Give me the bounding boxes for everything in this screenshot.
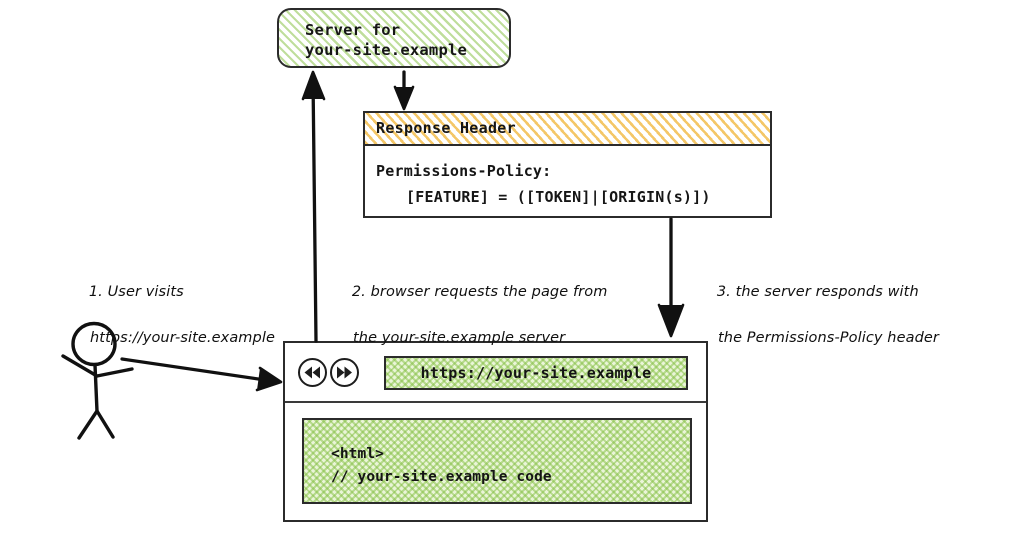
browser-toolbar: https://your-site.example: [285, 343, 706, 403]
arrow-browser-to-server: [301, 70, 326, 343]
page-code-line-2: // your-site.example code: [331, 469, 552, 485]
annotation-step-1: 1. User visits https://your-site.example: [70, 258, 275, 396]
annotation-step-3-line-1: 3. the server responds with: [716, 284, 919, 300]
server-box: Server for your-site.example: [277, 8, 511, 68]
rewind-icon[interactable]: [298, 358, 327, 387]
server-box-label: Server for your-site.example: [305, 21, 468, 59]
response-header-title: Response Header: [376, 119, 516, 137]
annotation-step-3: 3. the server responds with the Permissi…: [698, 258, 939, 396]
fast-forward-icon[interactable]: [330, 358, 359, 387]
response-header-line-2: [FEATURE] = ([TOKEN]|[ORIGIN(s)]): [406, 188, 711, 206]
browser-window: https://your-site.example <html> // your…: [283, 341, 708, 522]
annotation-step-2: 2. browser requests the page from the yo…: [333, 258, 607, 396]
page-code-block: <html> // your-site.example code: [331, 443, 552, 489]
annotation-step-2-line-1: 2. browser requests the page from: [351, 284, 608, 300]
page-code-line-1: <html>: [331, 446, 384, 462]
response-header-title-bar: Response Header: [365, 113, 770, 146]
response-header-box: Response Header Permissions-Policy: [FEA…: [363, 111, 772, 218]
arrow-response-header-to-browser: [657, 217, 685, 338]
response-header-line-1: Permissions-Policy:: [376, 162, 552, 180]
annotation-step-1-line-1: 1. User visits: [88, 284, 184, 300]
annotation-step-2-line-2: the your-site.example server: [353, 330, 566, 346]
browser-page-content: <html> // your-site.example code: [302, 418, 692, 504]
url-input-value: https://your-site.example: [420, 364, 652, 382]
annotation-step-1-line-2: https://your-site.example: [90, 330, 275, 346]
arrow-server-to-response-header: [393, 70, 415, 111]
url-input[interactable]: https://your-site.example: [384, 356, 688, 390]
annotation-step-3-line-2: the Permissions-Policy header: [718, 330, 939, 346]
response-header-body: Permissions-Policy: [FEATURE] = ([TOKEN]…: [365, 146, 770, 210]
